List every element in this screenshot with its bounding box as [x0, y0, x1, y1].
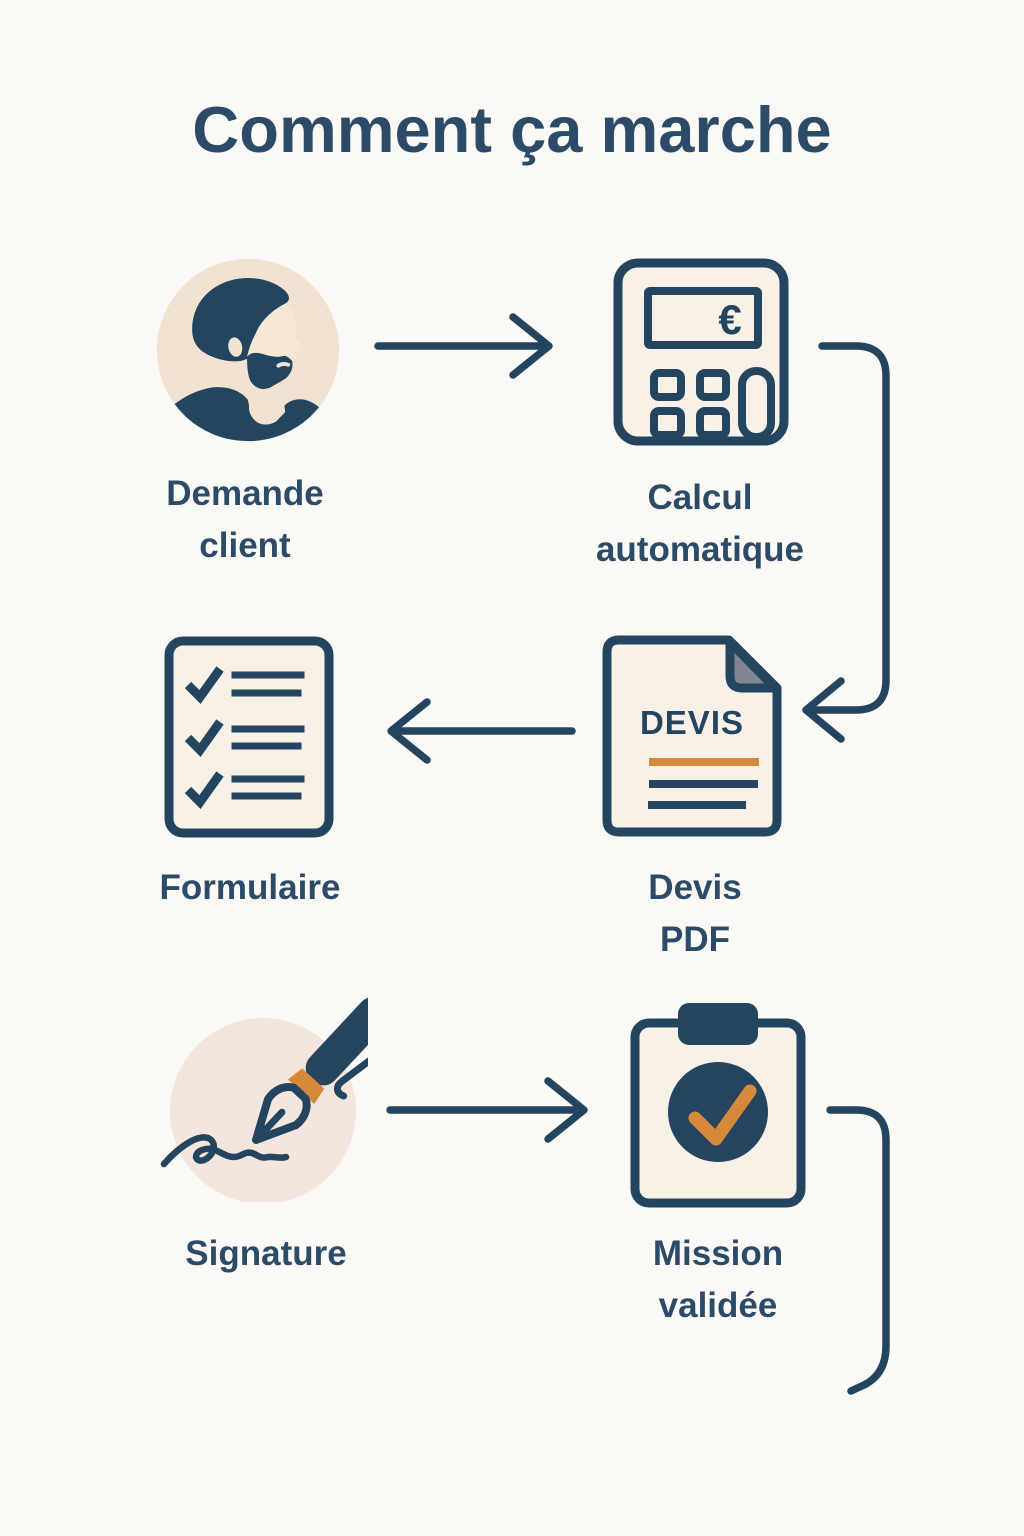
pen-clip [333, 1027, 368, 1100]
pen-barrel [305, 997, 368, 1086]
calculator-key [650, 407, 685, 439]
step-label-signature: Signature [185, 1234, 347, 1273]
calculator-key-tall [738, 367, 775, 441]
checkmark-icon [184, 771, 224, 809]
arrow-left-icon [387, 698, 576, 764]
devis-document-icon: DEVIS [602, 635, 782, 837]
calculator-icon: € [613, 258, 789, 446]
checkmark-icon [184, 719, 224, 757]
pen-signature-icon [160, 997, 368, 1202]
calculator-display [644, 287, 762, 349]
check-circle [668, 1062, 768, 1162]
devis-fold-corner [725, 637, 780, 693]
clipboard-clip [678, 1003, 758, 1045]
signature-squiggle [160, 1134, 290, 1168]
calculator-key [696, 407, 730, 439]
avatar-ear [228, 337, 243, 357]
clipboard-check-icon [630, 1003, 806, 1208]
avatar-beard [247, 352, 293, 389]
pen-orange-band [287, 1068, 325, 1105]
pen-nib-slit [259, 1108, 286, 1137]
page-title: Comment ça marche [192, 93, 832, 166]
step-label-calcul-automatique: Calcul automatique [595, 478, 805, 569]
euro-symbol: € [718, 296, 741, 343]
checkmark-icon [184, 666, 224, 704]
step-label-mission-validee: Mission validée [652, 1234, 784, 1325]
orange-checkmark-icon [688, 1084, 757, 1146]
avatar-mouth [276, 362, 291, 368]
step-label-formulaire: Formulaire [159, 868, 341, 907]
calculator-key [650, 369, 685, 401]
calculator-key [696, 369, 730, 401]
avatar-hair [192, 277, 289, 362]
client-avatar-icon [156, 258, 340, 442]
avatar-face [247, 302, 302, 362]
arrow-right-icon [386, 1077, 588, 1143]
devis-title-text: DEVIS [640, 704, 744, 741]
avatar-neck [248, 377, 286, 424]
step-label-devis-pdf: Devis PDF [648, 868, 742, 959]
step-label-demande-client: Demande client [166, 474, 324, 565]
arrow-right-icon [374, 313, 553, 379]
checklist-icon [164, 636, 334, 838]
